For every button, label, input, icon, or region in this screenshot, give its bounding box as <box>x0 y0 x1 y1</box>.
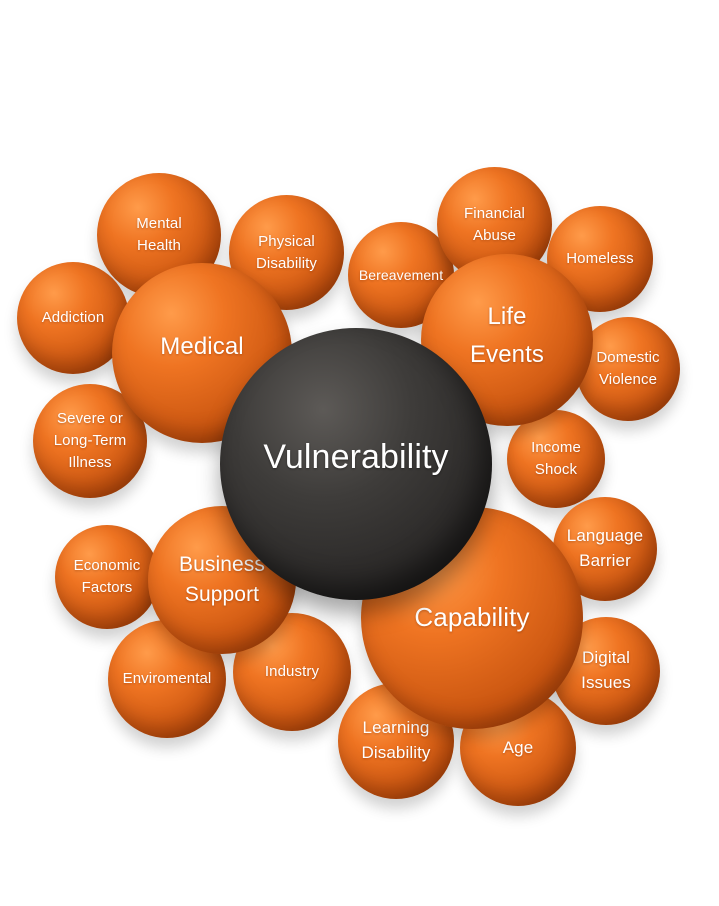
medical-label: Medical <box>160 332 244 360</box>
business-support-label: Business Support <box>178 552 265 606</box>
physical-disability-label: Physical Disability <box>255 232 317 272</box>
life-events-label: Life Events <box>470 302 544 368</box>
financial-abuse-label: Financial Abuse <box>464 204 525 244</box>
industry-label: Industry <box>264 663 320 681</box>
capability-label: Capability <box>414 602 530 633</box>
bereavement-label: Bereavement <box>358 266 444 283</box>
income-shock-label: Income Shock <box>531 439 581 478</box>
addiction-label: Addiction <box>41 309 105 327</box>
income-shock-bubble: Income Shock <box>507 410 605 508</box>
economic-factors-bubble: Economic Factors <box>55 525 159 629</box>
learning-disability-label: Learning Disability <box>361 718 431 762</box>
economic-factors-label: Economic Factors <box>73 557 141 596</box>
homeless-label: Homeless <box>566 250 634 268</box>
age-label: Age <box>502 737 534 757</box>
domestic-violence-bubble: Domestic Violence <box>576 317 680 421</box>
addiction-bubble: Addiction <box>17 262 129 374</box>
language-barrier-label: Language Barrier <box>566 526 644 570</box>
enviromental-label: Enviromental <box>122 670 212 688</box>
vulnerability-core-bubble: Vulnerability <box>220 328 492 600</box>
enviromental-bubble: Enviromental <box>108 620 226 738</box>
domestic-violence-label: Domestic Violence <box>596 349 660 388</box>
mental-health-label: Mental Health <box>136 215 182 254</box>
vulnerability-label: Vulnerability <box>263 438 449 477</box>
severe-illness-label: Severe or Long-Term Illness <box>53 410 127 471</box>
digital-issues-label: Digital Issues <box>581 648 631 692</box>
physical-disability-bubble: Physical Disability <box>229 195 344 310</box>
